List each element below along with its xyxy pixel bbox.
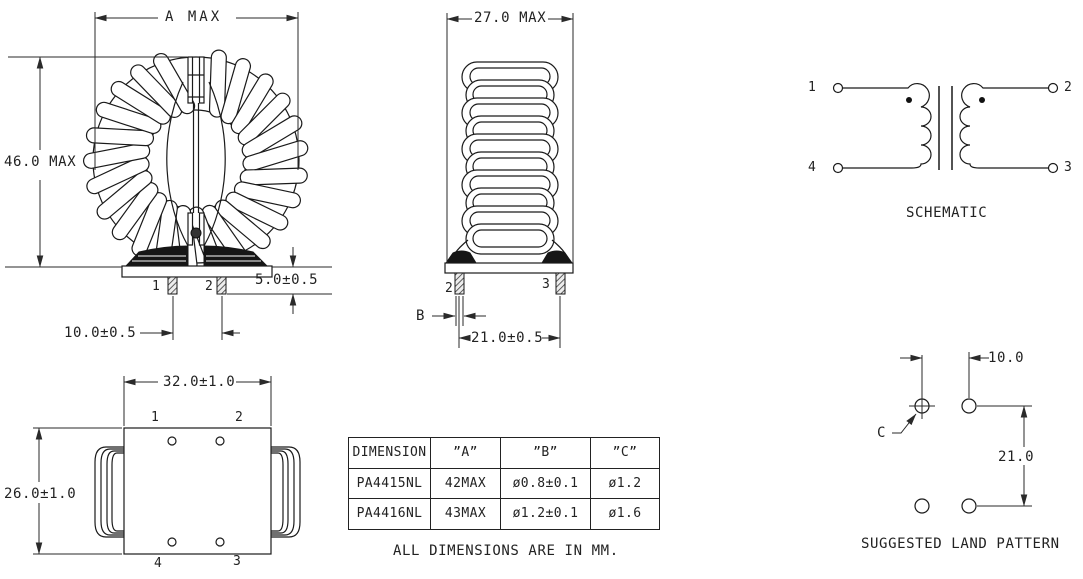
strap-rivet — [190, 227, 202, 239]
land-h-pitch-dim-label: 10.0 — [988, 350, 1025, 366]
solder-mound-left — [445, 250, 477, 264]
pin-1 — [167, 276, 178, 295]
front-pin1-label: 1 — [152, 279, 161, 294]
side-pin2-label: 2 — [445, 281, 454, 296]
primary-winding — [842, 82, 932, 169]
table-header-cell: ”A” — [430, 437, 501, 469]
front-width-dim-label: A MAX — [165, 9, 223, 25]
base-plate-side — [444, 262, 574, 274]
table-cell: ø1.2±0.1 — [500, 498, 591, 530]
table-header-cell: ”B” — [500, 437, 591, 469]
hole-1 — [167, 436, 177, 446]
schematic-diagram — [832, 82, 1059, 174]
dimensions-note: ALL DIMENSIONS ARE IN MM. — [393, 543, 619, 559]
side-view-dimensions — [432, 13, 574, 348]
polarity-dot-secondary — [979, 97, 985, 103]
bottom-pin3-label: 3 — [233, 554, 242, 569]
bottom-view-dimensions — [33, 376, 272, 555]
inner-lead-right — [203, 81, 226, 247]
front-view — [5, 12, 332, 340]
pad-hole-br — [961, 498, 977, 514]
base-plate — [121, 265, 273, 278]
schematic-terminal-2-label: 2 — [1064, 80, 1073, 95]
pin-2-side — [454, 272, 465, 295]
table-row: PA4416NL 43MAX ø1.2±0.1 ø1.6 — [348, 498, 660, 530]
table-cell: ø1.2 — [590, 467, 660, 499]
front-pin2-label: 2 — [205, 279, 214, 294]
core-lines — [938, 86, 953, 170]
terminal-4 — [832, 162, 844, 174]
land-v-pitch-dim-label: 21.0 — [998, 449, 1035, 465]
terminal-2 — [1047, 82, 1059, 94]
schematic-terminal-3-label: 3 — [1064, 160, 1073, 175]
land-hole-ref-label: C — [877, 425, 887, 441]
table-cell: ø0.8±0.1 — [500, 467, 591, 499]
toroid-windings — [82, 49, 309, 273]
land-pattern — [892, 352, 1032, 514]
mounting-strap — [187, 56, 205, 246]
base-outline — [123, 427, 272, 555]
side-pin-dia-ref-label: B — [416, 308, 426, 324]
wire-bundle-right — [271, 446, 301, 538]
table-cell: 42MAX — [430, 467, 501, 499]
hole-4 — [167, 537, 177, 547]
bottom-view — [33, 376, 301, 555]
pad-hole-tr — [961, 398, 977, 414]
front-view-dimensions — [5, 12, 332, 340]
table-cell: 43MAX — [430, 498, 501, 530]
front-standoff-dim-label: 5.0±0.5 — [255, 272, 319, 288]
solder-mound-right — [541, 250, 573, 264]
schematic-title: SCHEMATIC — [906, 205, 988, 221]
table-cell-part-number: PA4415NL — [348, 467, 431, 499]
side-pin3-label: 3 — [542, 277, 551, 292]
terminal-1 — [832, 82, 844, 94]
side-width-dim-label: 27.0 MAX — [474, 10, 547, 26]
front-pitch-dim-label: 10.0±0.5 — [64, 325, 137, 341]
pin-3-side — [555, 272, 566, 295]
pin-2 — [216, 276, 227, 295]
bottom-pin4-label: 4 — [154, 556, 163, 571]
pad-hole-bl — [914, 498, 930, 514]
land-pattern-title: SUGGESTED LAND PATTERN — [861, 536, 1060, 552]
side-view — [432, 13, 574, 348]
land-pattern-dimensions — [892, 352, 1032, 507]
inner-lead-left — [166, 81, 189, 247]
terminal-3 — [1047, 162, 1059, 174]
polarity-dot-primary — [906, 97, 912, 103]
side-pitch-dim-label: 21.0±0.5 — [471, 330, 544, 346]
wire-bundle-left — [94, 446, 124, 538]
table-cell: ø1.6 — [590, 498, 660, 530]
table-cell-part-number: PA4416NL — [348, 498, 431, 530]
secondary-winding — [959, 82, 1049, 169]
table-header-cell: DIMENSION — [348, 437, 431, 469]
hole-3 — [215, 537, 225, 547]
schematic-terminal-1-label: 1 — [808, 80, 817, 95]
front-height-dim-label: 46.0 MAX — [4, 154, 77, 170]
table-header-row: DIMENSION ”A” ”B” ”C” — [348, 437, 660, 469]
schematic-terminal-4-label: 4 — [808, 160, 817, 175]
table-row: PA4415NL 42MAX ø0.8±0.1 ø1.2 — [348, 467, 660, 499]
bottom-height-dim-label: 26.0±1.0 — [4, 486, 77, 502]
dimension-table: DIMENSION ”A” ”B” ”C” PA4415NL 42MAX ø0.… — [348, 437, 660, 530]
bottom-pin2-label: 2 — [235, 410, 244, 425]
base-mound — [124, 245, 269, 267]
table-header-cell: ”C” — [590, 437, 660, 469]
bottom-width-dim-label: 32.0±1.0 — [163, 374, 236, 390]
hole-2 — [215, 436, 225, 446]
bottom-pin1-label: 1 — [151, 410, 160, 425]
winding-stack — [461, 61, 559, 255]
